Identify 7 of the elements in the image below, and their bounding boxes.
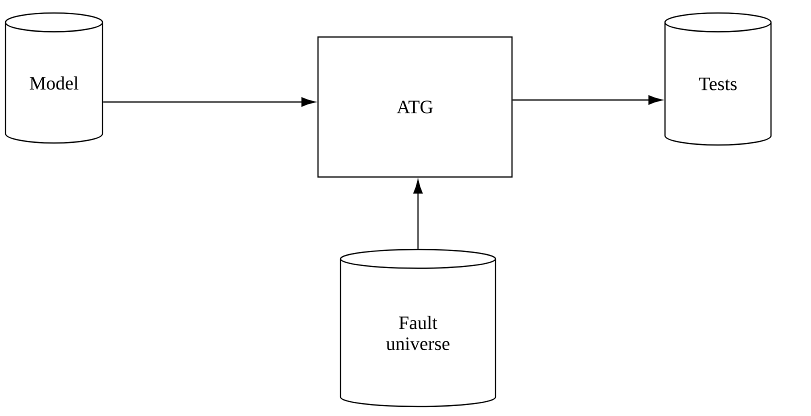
arrow (103, 97, 316, 107)
cylinder: Tests (664, 12, 772, 146)
cylinder: Fault universe (340, 248, 496, 408)
process-box: ATG (317, 36, 513, 178)
cylinder: Model (4, 12, 104, 144)
arrow (413, 180, 423, 249)
arrow (512, 95, 662, 105)
